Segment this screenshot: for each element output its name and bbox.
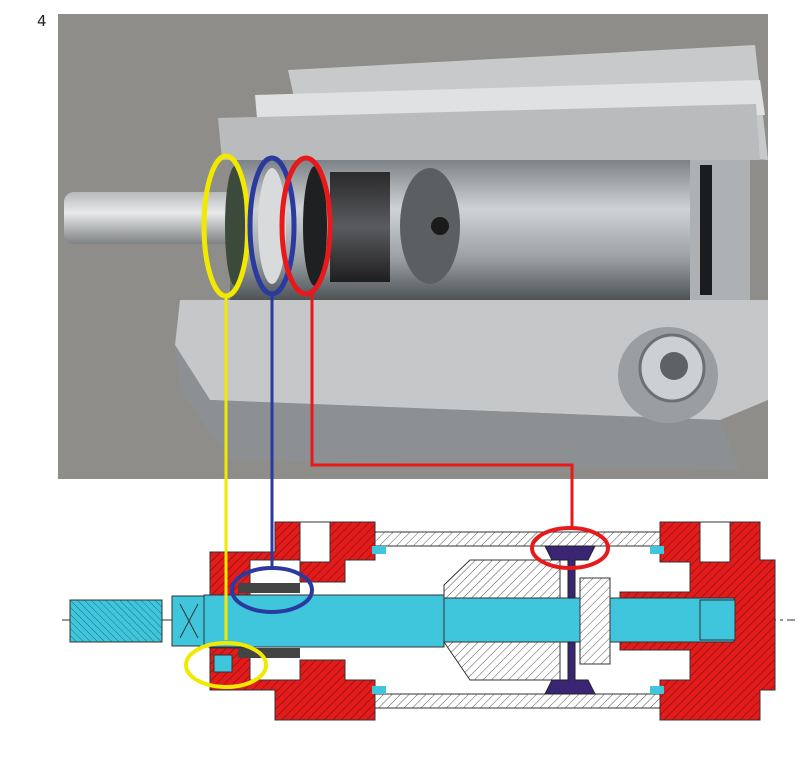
rod-end-boss <box>699 599 736 641</box>
front-cushion-seal-bottom <box>372 686 386 694</box>
rear-cushion-seal-top <box>650 546 664 554</box>
blue-drawing-ring <box>230 566 314 614</box>
photo-port-hole <box>660 352 688 380</box>
photo-piston <box>330 172 390 282</box>
wiper-seal <box>213 654 233 673</box>
front-port-bore <box>299 521 331 563</box>
photo-bushing <box>258 168 286 284</box>
photo-lower-body <box>175 300 768 420</box>
photo-piston-rod <box>64 192 244 244</box>
red-leader-line <box>310 294 574 530</box>
rear-cushion-seal-bottom <box>650 686 664 694</box>
barrel-wall-top <box>369 531 671 547</box>
figure-number: 4 <box>37 12 47 30</box>
photo-piston-nut <box>400 168 460 284</box>
red-photo-ring <box>279 155 333 297</box>
callout-red <box>279 155 610 570</box>
piston-body-bottom <box>443 641 561 681</box>
guide-bushing-lower <box>238 648 300 658</box>
rear-port-bore <box>699 521 731 563</box>
cylinder-photo <box>58 14 768 479</box>
photo-piston-nut-hole <box>431 217 449 235</box>
photo-lower-shadow <box>175 345 740 470</box>
photo-top-edge <box>218 104 760 160</box>
piston-body-top <box>443 559 561 599</box>
photo-piston-seal <box>303 166 327 286</box>
yellow-drawing-ring <box>184 641 268 689</box>
guide-bushing <box>238 583 300 593</box>
rod-threaded-end <box>69 599 163 643</box>
front-cushion-seal-top <box>372 546 386 554</box>
photo-end-seal <box>700 165 712 295</box>
barrel-wall-bottom <box>369 693 671 709</box>
photo-wiper-ring <box>225 166 245 286</box>
piston-seal <box>544 545 596 599</box>
callout-blue <box>230 155 314 614</box>
piston-seal-lower <box>544 641 596 695</box>
rod-flats-cross-b <box>179 603 199 639</box>
red-drawing-ring <box>530 526 610 570</box>
photo-end-cap <box>690 160 750 300</box>
cylinder-cross-section <box>62 521 795 721</box>
rod-flats <box>171 595 205 647</box>
piston-nut <box>579 577 611 665</box>
front-end-cap-lower <box>209 647 376 721</box>
